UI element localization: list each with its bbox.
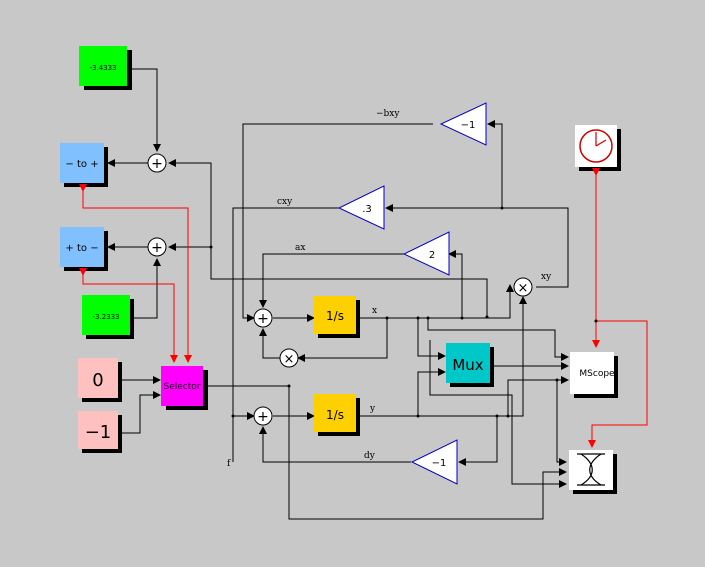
wire-negbxy — [242, 123, 433, 322]
sum-x[interactable]: + — [253, 308, 273, 328]
to-neg-block[interactable]: + to − — [60, 227, 108, 276]
sum-bottom[interactable]: + — [147, 237, 167, 257]
wire-xy-out — [385, 204, 569, 288]
wire-selector-out — [203, 385, 567, 520]
sum-y[interactable]: + — [253, 406, 273, 426]
selector-block[interactable]: Selector — [161, 366, 208, 410]
const-zero-label: 0 — [92, 370, 103, 391]
const-neg1-block[interactable]: −1 — [78, 411, 122, 453]
const-top-block[interactable]: -3.4333 — [79, 46, 132, 90]
integrator-x-label: 1/s — [326, 309, 344, 323]
to-pos-block[interactable]: − to + — [60, 143, 108, 192]
lissajous-icon — [577, 453, 605, 486]
clock-block[interactable] — [575, 125, 621, 176]
event-topos-to-selector — [82, 190, 192, 363]
gain-neg1-bottom[interactable]: −1 — [410, 439, 458, 485]
svg-text:+: + — [151, 156, 163, 172]
gain-neg1-top-label: −1 — [461, 120, 476, 131]
wire-x-to-product — [297, 318, 388, 362]
selector-label: Selector — [164, 382, 201, 392]
mscope-label: MScope — [579, 369, 615, 379]
const-zero-block[interactable]: 0 — [78, 358, 122, 402]
product-x[interactable]: × — [279, 348, 299, 368]
wire-y-out — [358, 296, 527, 417]
label-dy: dy — [364, 451, 376, 461]
gain-2[interactable]: 2 — [402, 231, 450, 276]
label-y: y — [369, 404, 376, 414]
wire-neg1-to-selector — [120, 391, 161, 434]
wire-x-to-topsum — [168, 159, 488, 317]
signal-wires — [107, 68, 569, 520]
svg-text:+: + — [257, 409, 269, 425]
wire-to-cscopxy-1 — [429, 340, 567, 488]
label-neg-bxy: −bxy — [376, 109, 400, 119]
const-bottom-label: -3.2333 — [92, 313, 119, 321]
wire-ax — [259, 253, 404, 308]
const-top-label: -3.4333 — [89, 64, 116, 72]
to-pos-label: − to + — [65, 159, 98, 170]
gain-neg1-bottom-label: −1 — [432, 458, 447, 469]
wire-product-to-sumx — [259, 328, 280, 359]
wire-xy-to-negb — [487, 120, 503, 208]
wire-x-to-gain2 — [448, 250, 463, 318]
junction-dots — [209, 206, 598, 418]
label-xy: xy — [541, 272, 552, 282]
gain-3-label: .3 — [362, 204, 372, 215]
svg-text:+: + — [257, 311, 269, 327]
const-neg1-label: −1 — [85, 422, 112, 443]
gain-2-label: 2 — [429, 250, 435, 261]
wire-const-bottom-to-sum — [132, 258, 161, 319]
wire-dy — [259, 426, 411, 463]
sum-top[interactable]: + — [147, 153, 167, 173]
mux-block[interactable]: Mux — [446, 343, 494, 387]
wire-x-to-mscope — [427, 318, 569, 361]
event-toneg-to-selector — [82, 275, 178, 363]
mscope-block[interactable]: MScope — [570, 352, 618, 398]
integrator-x-block[interactable]: 1/s — [314, 296, 360, 338]
product-xy[interactable]: × — [513, 277, 533, 297]
svg-text:×: × — [518, 281, 529, 296]
mux-label: Mux — [452, 356, 483, 374]
gain-3[interactable]: .3 — [337, 185, 385, 230]
signal-labels: −bxy cxy ax xy x y dy f — [227, 109, 552, 469]
to-neg-label: + to − — [65, 243, 98, 254]
wire-to-cscopxy-2 — [556, 380, 567, 466]
gain-neg1-top[interactable]: −1 — [439, 102, 487, 146]
label-cxy: cxy — [277, 197, 293, 207]
integrator-y-block[interactable]: 1/s — [314, 394, 360, 436]
wire-y-to-mux — [417, 368, 446, 416]
wire-y-to-gainneg1 — [458, 416, 498, 466]
wire-y-to-mscope — [507, 376, 569, 416]
svg-text:×: × — [284, 352, 295, 367]
svg-text:+: + — [151, 240, 163, 256]
event-clock-to-cscopxy — [588, 320, 648, 448]
clock-icon — [579, 129, 613, 163]
label-ax: ax — [295, 243, 305, 253]
wire-x-to-mux — [417, 318, 446, 360]
label-x: x — [372, 306, 377, 316]
const-bottom-block[interactable]: -3.2333 — [82, 295, 134, 339]
wire-cxy — [232, 207, 340, 420]
label-f: f — [227, 459, 231, 469]
wire-x-out — [358, 284, 514, 319]
cscopxy-block[interactable] — [569, 450, 617, 494]
event-wires — [82, 173, 648, 448]
integrator-y-label: 1/s — [326, 408, 344, 422]
wire-const-top-to-sum — [132, 68, 161, 152]
